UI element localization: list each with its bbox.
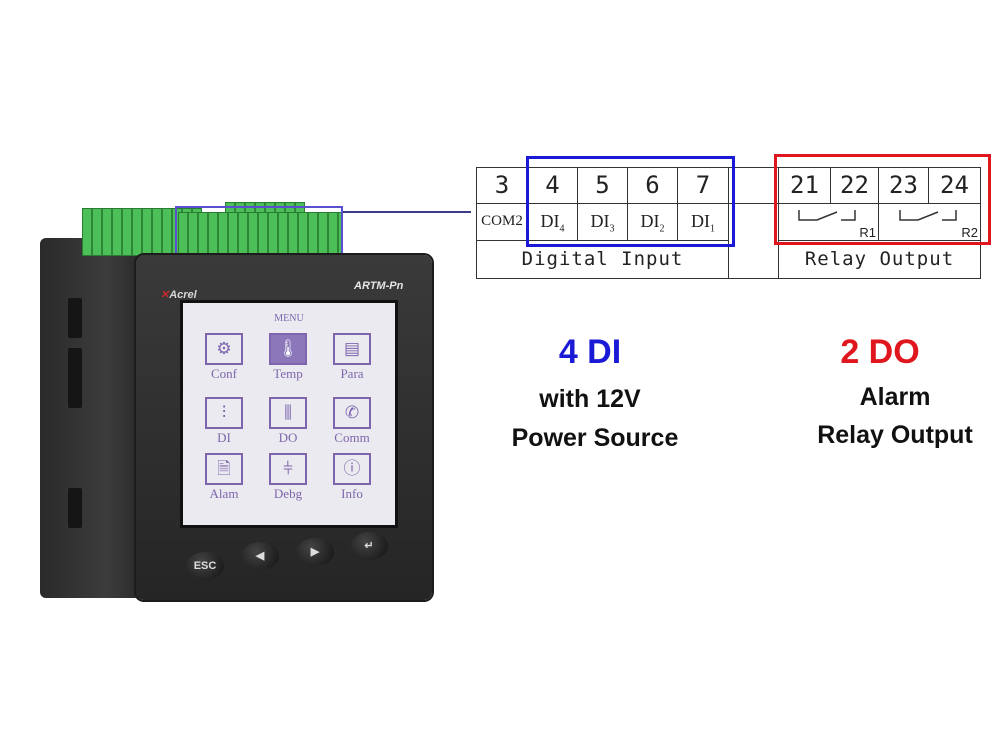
di-base: DI xyxy=(691,211,710,231)
do-caption-line1: Alarm xyxy=(859,383,931,411)
terminal-block-di xyxy=(178,212,343,258)
menu-label-do: DO xyxy=(278,430,298,445)
di-caption-line1: with 12V xyxy=(539,385,641,413)
group-digital-input: Digital Input xyxy=(476,240,729,279)
terminal-number: 3 xyxy=(476,167,528,204)
di-base: DI xyxy=(540,211,560,231)
menu-label-debg: Debg xyxy=(273,486,303,501)
menu-label-para: Para xyxy=(340,366,364,381)
sliders-icon[interactable]: ⫩ xyxy=(269,453,307,485)
blank-cell xyxy=(728,203,779,279)
menu-label-conf: Conf xyxy=(211,366,237,381)
di-sub: 4 xyxy=(559,223,565,235)
brand-logo: ✕Acrel xyxy=(160,289,197,301)
di-base: DI xyxy=(640,211,660,231)
di-sub: 3 xyxy=(609,223,615,235)
right-button[interactable]: ▶ xyxy=(296,538,334,566)
do-caption-title: 2 DO xyxy=(840,333,920,371)
terminal-highlight-box xyxy=(175,206,343,260)
di-sub: 2 xyxy=(659,223,665,235)
relay-contact-icon xyxy=(798,210,856,221)
menu-label-temp: Temp xyxy=(273,366,303,381)
relay-label: R2 xyxy=(961,225,978,240)
do-highlight-box xyxy=(774,154,991,245)
di-highlight-box xyxy=(526,156,735,247)
do-caption-line2: Relay Output xyxy=(817,421,973,449)
thermometer-icon[interactable]: 🌡 xyxy=(269,333,307,365)
esc-button[interactable]: ESC xyxy=(186,552,224,580)
model-label: ARTM-Pn xyxy=(354,280,404,292)
device-side-housing xyxy=(40,238,150,598)
di-base: DI xyxy=(590,211,610,231)
terminal-number xyxy=(728,167,779,204)
menu-label-comm: Comm xyxy=(334,430,370,445)
menu-label-alam: Alam xyxy=(209,486,239,501)
group-relay-output: Relay Output xyxy=(778,240,981,279)
parameter-icon[interactable]: ▤ xyxy=(333,333,371,365)
menu-label-di: DI xyxy=(217,430,231,445)
terminal-number: 23 xyxy=(878,167,929,204)
relay-label: R1 xyxy=(859,225,876,240)
lcd-screen: MENU ⚙Conf 🌡Temp ▤Para ⫶DI ⫼DO ✆Comm 🗎Alam ⫩Deb… xyxy=(180,300,398,528)
relay-contact-icon xyxy=(898,210,957,221)
connector-line xyxy=(343,211,471,213)
phone-icon[interactable]: ✆ xyxy=(333,397,371,429)
digital-input-icon[interactable]: ⫶ xyxy=(205,397,243,429)
menu-label-info: Info xyxy=(341,486,363,501)
gear-icon[interactable]: ⚙ xyxy=(205,333,243,365)
menu-title: MENU xyxy=(274,313,304,324)
terminal-com2: COM2 xyxy=(476,203,528,241)
document-icon[interactable]: 🗎 xyxy=(205,453,243,485)
di-caption-title: 4 DI xyxy=(558,333,622,371)
digital-output-icon[interactable]: ⫼ xyxy=(269,397,307,429)
left-button[interactable]: ◀ xyxy=(241,542,279,570)
di-sub: 1 xyxy=(710,223,715,235)
enter-button[interactable]: ↵ xyxy=(350,532,388,560)
info-icon[interactable]: ⓘ xyxy=(333,453,371,485)
di-caption-line2: Power Source xyxy=(511,424,679,452)
